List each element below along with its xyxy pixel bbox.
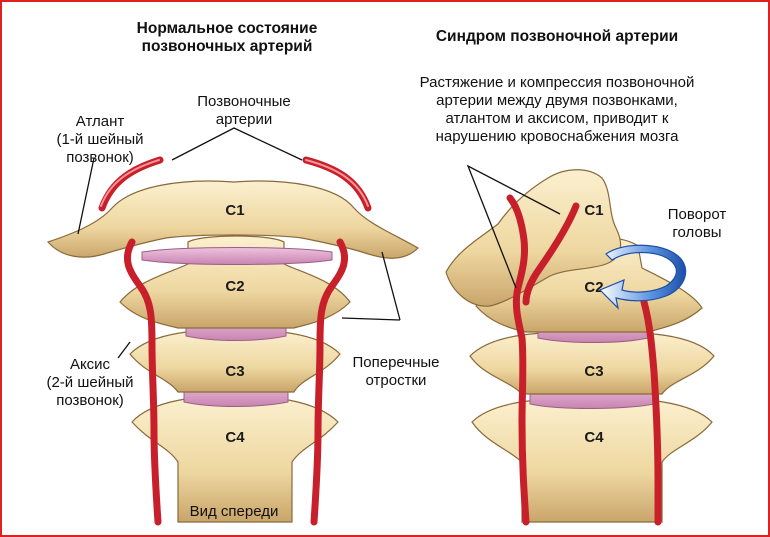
atlas-line-1: Атлант — [75, 113, 125, 130]
axis-line-3: позвонок) — [56, 392, 124, 409]
axis-line-1: Аксис — [69, 356, 111, 373]
transverse-processes-line-1: Поперечные — [352, 354, 440, 371]
atlas-label: Атлант (1-й шейный позвонок) — [50, 113, 150, 167]
transverse-processes-label: Поперечные отростки — [340, 354, 452, 390]
left-title: Нормальное состояние позвоночных артерий — [122, 20, 332, 56]
right-vertebral-arteries — [506, 194, 662, 526]
left-label-c3: C3 — [225, 363, 244, 380]
head-rotation-arrow — [598, 244, 687, 310]
atlas-line-2: (1-й шейный — [56, 131, 144, 148]
left-spine: C1 C2 C3 C4 — [46, 127, 419, 526]
syndrome-description-line-3: атлантом и аксисом, приводит к — [445, 110, 669, 127]
right-title: Синдром позвоночной артерии — [435, 28, 679, 45]
left-label-c4: C4 — [225, 429, 245, 446]
right-label-c4: C4 — [584, 429, 604, 446]
head-rotation-line-2: головы — [672, 224, 722, 241]
left-vertebra-c2 — [119, 235, 351, 329]
vertebral-arteries-label: Позвоночные артерии — [188, 93, 300, 129]
syndrome-description-line-2: артерии между двумя позвонками, — [436, 92, 678, 109]
syndrome-description-line-1: Растяжение и компрессия позвоночной — [419, 74, 695, 91]
right-label-c3: C3 — [584, 363, 603, 380]
right-label-c2: C2 — [584, 279, 603, 296]
left-leader-lines — [77, 127, 401, 359]
vertebral-arteries-line-2: артерии — [215, 111, 273, 128]
head-rotation-label: Поворот головы — [652, 206, 742, 242]
left-title-line-1: Нормальное состояние — [136, 20, 318, 37]
left-label-c1: C1 — [225, 202, 244, 219]
axis-line-2: (2-й шейный — [46, 374, 134, 391]
left-label-c2: C2 — [225, 278, 244, 295]
left-disc-c1-c2 — [141, 247, 333, 265]
left-title-line-2: позвоночных артерий — [141, 38, 313, 55]
head-rotation-line-1: Поворот — [667, 206, 727, 223]
right-vertebra-c4 — [471, 398, 713, 523]
vertebral-arteries-line-1: Позвоночные — [197, 93, 291, 110]
syndrome-description-line-4: нарушению кровоснабжения мозга — [435, 128, 679, 145]
front-view-label: Вид спереди — [189, 503, 279, 520]
transverse-processes-line-2: отростки — [365, 372, 427, 389]
right-label-c1: C1 — [584, 202, 603, 219]
right-leader-lines — [466, 164, 561, 289]
right-spine: C1 C2 C3 C4 — [445, 164, 715, 526]
axis-label: Аксис (2-й шейный позвонок) — [40, 356, 140, 410]
left-vertebra-c1 — [46, 180, 419, 259]
syndrome-description: Растяжение и компрессия позвоночной арте… — [392, 74, 722, 146]
atlas-line-3: позвонок) — [66, 149, 134, 166]
